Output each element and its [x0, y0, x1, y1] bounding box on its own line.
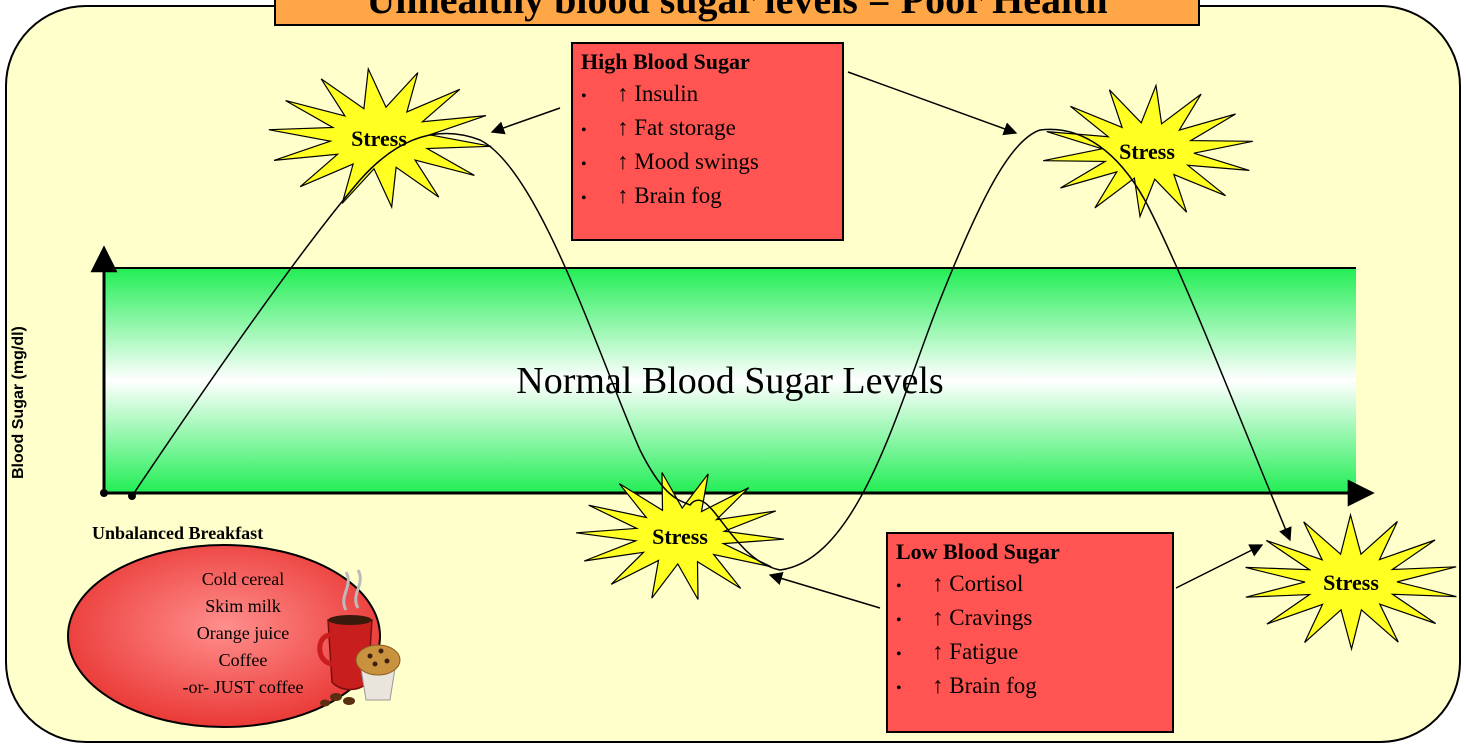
food-item: Coffee	[148, 647, 338, 674]
stress-label-bottom-middle: Stress	[620, 524, 740, 550]
stress-label-bottom-right: Stress	[1291, 570, 1411, 596]
list-item: •↑ Mood swings	[581, 146, 834, 180]
list-item: •↑ Fat storage	[581, 112, 834, 146]
list-item: •↑ Cravings	[896, 602, 1164, 636]
list-item: •↑ Brain fog	[581, 180, 834, 214]
list-item-text: ↑ Fat storage	[617, 115, 736, 140]
low-blood-sugar-list: •↑ Cortisol •↑ Cravings •↑ Fatigue •↑ Br…	[896, 568, 1164, 704]
breakfast-food-list: Cold cereal Skim milk Orange juice Coffe…	[148, 566, 338, 701]
list-item: •↑ Insulin	[581, 78, 834, 112]
bullet: •	[581, 149, 617, 180]
list-item-text: ↑ Cortisol	[932, 571, 1023, 596]
food-item: Cold cereal	[148, 566, 338, 593]
list-item: •↑ Cortisol	[896, 568, 1164, 602]
food-item: Orange juice	[148, 620, 338, 647]
list-item: •↑ Fatigue	[896, 636, 1164, 670]
food-item: Skim milk	[148, 593, 338, 620]
bullet: •	[896, 639, 932, 670]
stress-label-top-right: Stress	[1087, 139, 1207, 165]
breakfast-label: Unbalanced Breakfast	[92, 523, 263, 544]
low-blood-sugar-box: Low Blood Sugar •↑ Cortisol •↑ Cravings …	[886, 532, 1174, 733]
food-item: -or- JUST coffee	[148, 674, 338, 701]
list-item-text: ↑ Insulin	[617, 81, 698, 106]
high-blood-sugar-list: •↑ Insulin •↑ Fat storage •↑ Mood swings…	[581, 78, 834, 214]
bullet: •	[581, 183, 617, 214]
title-box: Unhealthy blood sugar levels = Poor Heal…	[274, 0, 1200, 26]
stress-label-top-left: Stress	[319, 126, 439, 152]
y-axis-label: Blood Sugar (mg/dl)	[10, 259, 28, 479]
high-blood-sugar-title: High Blood Sugar	[581, 48, 834, 76]
list-item-text: ↑ Mood swings	[617, 149, 759, 174]
bullet: •	[896, 605, 932, 636]
normal-band-label: Normal Blood Sugar Levels	[104, 356, 1356, 406]
diagram-title: Unhealthy blood sugar levels = Poor Heal…	[366, 0, 1107, 22]
list-item: •↑ Brain fog	[896, 670, 1164, 704]
low-blood-sugar-title: Low Blood Sugar	[896, 538, 1164, 566]
bullet: •	[896, 673, 932, 704]
list-item-text: ↑ Fatigue	[932, 639, 1018, 664]
bullet: •	[896, 571, 932, 602]
list-item-text: ↑ Brain fog	[932, 673, 1037, 698]
high-blood-sugar-box: High Blood Sugar •↑ Insulin •↑ Fat stora…	[571, 42, 844, 241]
origin-dot	[100, 489, 108, 497]
bullet: •	[581, 81, 617, 112]
list-item-text: ↑ Cravings	[932, 605, 1032, 630]
bullet: •	[581, 115, 617, 146]
list-item-text: ↑ Brain fog	[617, 183, 722, 208]
